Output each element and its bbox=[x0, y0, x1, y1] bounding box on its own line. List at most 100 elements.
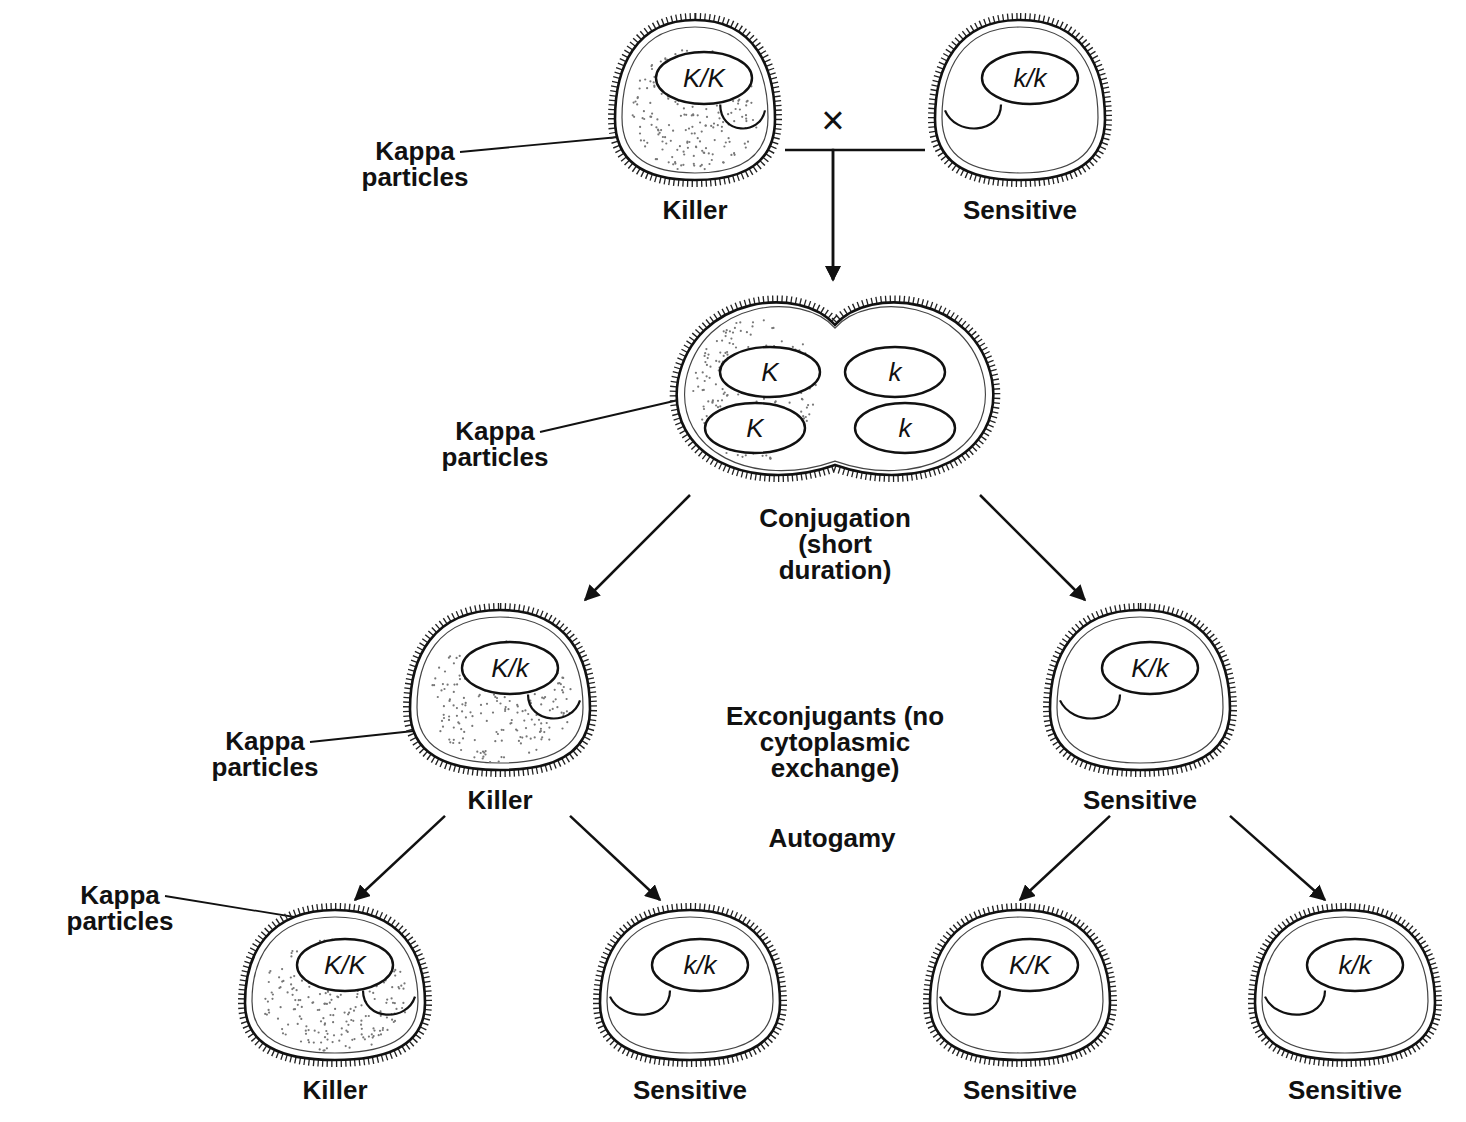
kappa-dot bbox=[774, 401, 776, 403]
kappa-dot bbox=[670, 140, 672, 142]
kappa-dot bbox=[808, 413, 810, 415]
kappa-dot bbox=[504, 710, 506, 712]
nucleus-ellipse bbox=[297, 939, 393, 991]
kappa-dot bbox=[705, 124, 707, 126]
kappa-dot bbox=[355, 1006, 357, 1008]
kappa-dot bbox=[711, 159, 713, 161]
nucleus: K/K bbox=[295, 937, 395, 993]
kappa-dot bbox=[674, 101, 676, 103]
kappa-dot bbox=[762, 455, 764, 457]
kappa-dot bbox=[374, 998, 376, 1000]
kappa-dot bbox=[727, 113, 729, 115]
kappa-dot bbox=[521, 737, 523, 739]
kappa-dot bbox=[494, 740, 496, 742]
kappa-dot bbox=[687, 147, 689, 149]
kappa-dot bbox=[308, 1041, 310, 1043]
kappa-dot bbox=[717, 112, 719, 114]
paramecium-cell: Sensitivek/k bbox=[1245, 900, 1445, 1106]
genotype-label: k/k bbox=[1338, 952, 1371, 978]
kappa-dot bbox=[400, 985, 402, 987]
kappa-dot bbox=[516, 704, 518, 706]
kappa-dot bbox=[789, 402, 791, 404]
kappa-dot bbox=[644, 145, 646, 147]
inner-membrane bbox=[607, 917, 773, 1053]
kappa-dot bbox=[686, 50, 688, 52]
kappa-dot bbox=[806, 407, 808, 409]
kappa-dot bbox=[692, 390, 694, 392]
kappa-dot bbox=[710, 125, 712, 127]
kappa-dot bbox=[674, 53, 676, 55]
kappa-dot bbox=[729, 141, 731, 143]
kappa-dot bbox=[538, 719, 540, 721]
kappa-dot bbox=[683, 153, 685, 155]
kappa-dot bbox=[293, 975, 295, 977]
kappa-dot bbox=[721, 126, 723, 128]
kappa-dot bbox=[561, 677, 563, 679]
kappa-dot bbox=[320, 1020, 322, 1022]
kappa-dot bbox=[683, 151, 685, 153]
kappa-dot bbox=[676, 149, 678, 151]
kappa-dot bbox=[297, 1004, 299, 1006]
kappa-dot bbox=[722, 161, 724, 163]
kappa-dot bbox=[735, 346, 737, 348]
annotation-label: Exconjugants (no cytoplasmic exchange) bbox=[715, 703, 955, 781]
kappa-dot bbox=[347, 1013, 349, 1015]
kappa-dot bbox=[738, 99, 740, 101]
kappa-dot bbox=[527, 713, 529, 715]
kappa-dot bbox=[726, 395, 728, 397]
kappa-dot bbox=[703, 389, 705, 391]
genotype-label: k/k bbox=[683, 952, 716, 978]
kappa-dot bbox=[442, 683, 444, 685]
kappa-dot bbox=[747, 100, 749, 102]
kappa-dot bbox=[681, 49, 683, 51]
nucleus-ellipse bbox=[656, 52, 752, 104]
kappa-dot bbox=[282, 980, 284, 982]
kappa-dot bbox=[634, 100, 636, 102]
kappa-dot bbox=[352, 1020, 354, 1022]
kappa-dot bbox=[713, 123, 715, 125]
kappa-dot bbox=[341, 1034, 343, 1036]
leader-lines bbox=[165, 135, 700, 922]
kappa-dot bbox=[812, 404, 814, 406]
nucleus-ellipse bbox=[705, 403, 805, 453]
kappa-dot bbox=[498, 760, 500, 762]
kappa-dot bbox=[723, 330, 725, 332]
kappa-dot bbox=[456, 707, 458, 709]
kappa-dot bbox=[510, 722, 512, 724]
inner-membrane bbox=[942, 27, 1098, 173]
kappa-dot bbox=[703, 405, 705, 407]
kappa-dot bbox=[448, 657, 450, 659]
kappa-dot bbox=[677, 103, 679, 105]
kappa-dot bbox=[318, 1031, 320, 1033]
kappa-dot bbox=[476, 751, 478, 753]
annotation-label: Kappa particles bbox=[190, 728, 340, 780]
kappa-dot bbox=[745, 104, 747, 106]
kappa-dot bbox=[566, 721, 568, 723]
nucleus: K bbox=[703, 401, 807, 455]
genotype-label: k bbox=[899, 415, 912, 441]
kappa-dot bbox=[657, 133, 659, 135]
kappa-dot bbox=[519, 736, 521, 738]
kappa-dot bbox=[349, 1047, 351, 1049]
kappa-dot bbox=[307, 996, 309, 998]
kappa-dot bbox=[296, 989, 298, 991]
kappa-dot bbox=[633, 116, 635, 118]
kappa-dot bbox=[264, 1013, 266, 1015]
kappa-dot bbox=[672, 163, 674, 165]
kappa-dot bbox=[402, 988, 404, 990]
kappa-dot bbox=[300, 1040, 302, 1042]
kappa-dot bbox=[728, 137, 730, 139]
kappa-dot bbox=[464, 704, 466, 706]
kappa-dot bbox=[463, 697, 465, 699]
kappa-dot bbox=[744, 143, 746, 145]
kappa-dot bbox=[372, 1037, 374, 1039]
kappa-dot bbox=[507, 708, 509, 710]
conjugating-pair: KkKk bbox=[660, 280, 1010, 495]
kappa-dot bbox=[733, 120, 735, 122]
kappa-dot bbox=[730, 338, 732, 340]
kappa-dot bbox=[633, 102, 635, 104]
kappa-dot bbox=[453, 727, 455, 729]
kappa-dot bbox=[448, 719, 450, 721]
kappa-dot bbox=[561, 727, 563, 729]
kappa-dot bbox=[752, 119, 754, 121]
